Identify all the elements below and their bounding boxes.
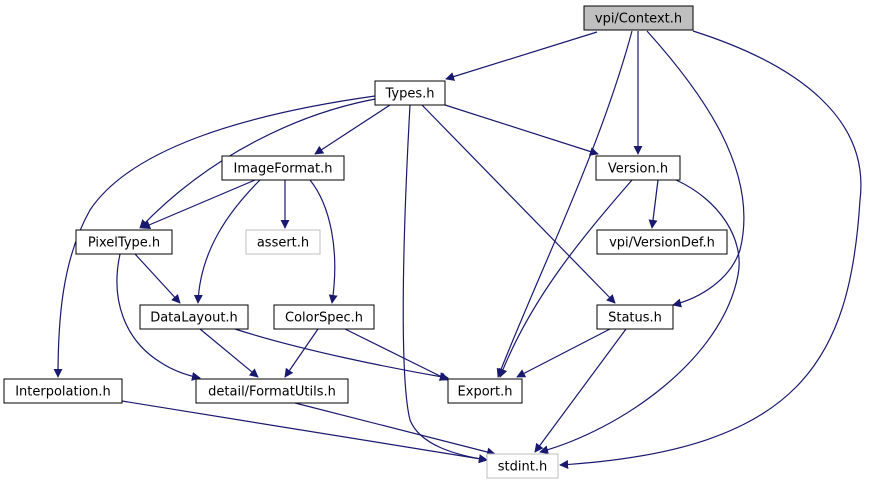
node-status[interactable]: Status.h: [596, 304, 674, 330]
edge-version-to-versiondef: [648, 179, 659, 229]
edge-line: [234, 328, 449, 382]
edge-line: [309, 179, 338, 304]
node-box: [595, 155, 681, 181]
node-box: [447, 378, 523, 404]
node-box: [139, 304, 249, 330]
edge-line: [402, 104, 488, 464]
node-label: detail/FormatUtils.h: [208, 385, 336, 400]
node-box: [583, 5, 694, 31]
edge-line: [646, 30, 745, 308]
node-label: Version.h: [608, 162, 668, 177]
edge-line: [534, 328, 627, 453]
edge-line: [498, 179, 633, 378]
edge-line: [344, 328, 449, 381]
node-box: [596, 304, 674, 330]
node-box: [195, 378, 349, 404]
node-label: stdint.h: [498, 460, 547, 475]
edge-types-to-imageformat: [314, 104, 391, 155]
edge-version-to-export: [498, 179, 633, 378]
edge-line: [539, 179, 740, 455]
node-box: [486, 453, 559, 479]
node-formatutils[interactable]: detail/FormatUtils.h: [195, 378, 349, 404]
edge-line: [314, 104, 391, 155]
node-types[interactable]: Types.h: [374, 80, 446, 106]
edge-types-to-pixeltype: [139, 97, 382, 229]
node-interpolation[interactable]: Interpolation.h: [3, 378, 123, 404]
node-export[interactable]: Export.h: [447, 378, 523, 404]
node-imageformat[interactable]: ImageFormat.h: [221, 155, 345, 181]
edge-context-to-stdint: [559, 30, 862, 469]
edge-status-to-export: [516, 328, 611, 378]
edge-layer: [53, 30, 862, 469]
node-box: [374, 80, 446, 106]
edge-line: [121, 400, 488, 464]
edge-imageformat-to-pixeltype: [141, 179, 256, 229]
edge-status-to-stdint: [534, 328, 627, 453]
edge-line: [53, 95, 376, 378]
edge-types-to-interpolation: [53, 95, 376, 378]
edge-datalayout-to-export: [234, 328, 449, 382]
node-label: assert.h: [257, 236, 309, 251]
edge-line: [496, 30, 633, 378]
node-context[interactable]: vpi/Context.h: [583, 5, 694, 31]
edge-context-to-status: [646, 30, 745, 308]
node-box: [273, 304, 375, 330]
node-pixeltype[interactable]: PixelType.h: [75, 229, 173, 255]
edge-colorspec-to-formatutils: [284, 328, 319, 378]
node-box: [221, 155, 345, 181]
node-label: DataLayout.h: [150, 311, 238, 326]
node-label: ImageFormat.h: [234, 162, 333, 177]
node-box: [596, 229, 728, 255]
edge-formatutils-to-stdint: [294, 402, 496, 457]
edge-line: [199, 328, 259, 378]
edge-line: [139, 97, 382, 229]
edge-line: [116, 253, 201, 381]
edge-imageformat-to-datalayout: [193, 179, 261, 304]
node-label: Types.h: [384, 87, 434, 102]
node-box: [245, 229, 321, 255]
node-datalayout[interactable]: DataLayout.h: [139, 304, 249, 330]
node-label: vpi/VersionDef.h: [609, 236, 715, 251]
edge-line: [421, 104, 616, 304]
node-label: PixelType.h: [88, 236, 160, 251]
node-versiondef[interactable]: vpi/VersionDef.h: [596, 229, 728, 255]
edge-line: [444, 104, 599, 156]
edge-pixeltype-to-formatutils: [116, 253, 201, 381]
edge-types-to-stdint: [402, 104, 488, 464]
edge-line: [559, 30, 862, 469]
edge-interpolation-to-stdint: [121, 400, 488, 464]
edge-line: [516, 328, 611, 378]
node-colorspec[interactable]: ColorSpec.h: [273, 304, 375, 330]
edge-types-to-version: [444, 104, 599, 156]
edge-line: [193, 179, 261, 304]
edge-colorspec-to-export: [344, 328, 449, 381]
edge-imageformat-to-colorspec: [309, 179, 338, 304]
edge-version-to-stdint: [539, 179, 740, 455]
edge-context-to-export: [496, 30, 633, 378]
node-label: Status.h: [608, 311, 662, 326]
edge-datalayout-to-formatutils: [199, 328, 259, 378]
node-label: Interpolation.h: [15, 385, 111, 400]
node-label: ColorSpec.h: [285, 311, 363, 326]
edge-line: [134, 253, 181, 304]
edge-line: [141, 179, 256, 229]
edge-line: [284, 328, 319, 378]
edge-line: [445, 31, 598, 81]
node-box: [75, 229, 173, 255]
node-version[interactable]: Version.h: [595, 155, 681, 181]
node-stdint: stdint.h: [486, 453, 559, 479]
edge-pixeltype-to-datalayout: [134, 253, 181, 304]
node-label: vpi/Context.h: [595, 12, 682, 27]
edge-line: [648, 179, 659, 229]
node-box: [3, 378, 123, 404]
edge-line: [294, 402, 496, 457]
edge-context-to-types: [445, 31, 598, 81]
node-label: Export.h: [458, 385, 513, 400]
node-assert: assert.h: [245, 229, 321, 255]
edge-types-to-status: [421, 104, 616, 304]
